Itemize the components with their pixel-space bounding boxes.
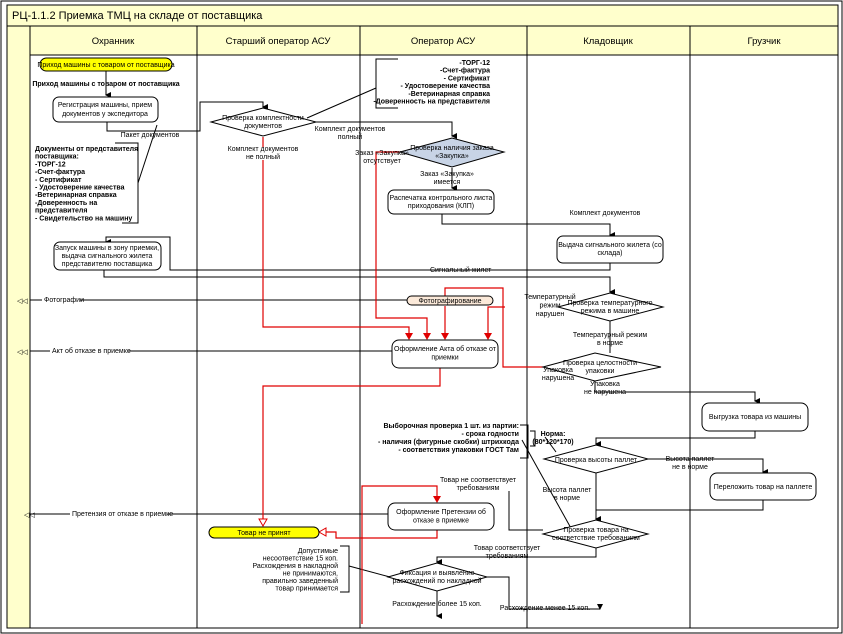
lane-operator: Оператор АСУ	[411, 36, 476, 47]
lane-senior-operator: Старший оператор АСУ	[226, 36, 332, 47]
claim-output: Претензия от отказе в приемке	[72, 511, 173, 518]
diff-less-label: Расхождение менее 15 коп.	[500, 605, 590, 612]
docs-set-label: Комплект документов	[570, 210, 641, 217]
start-label: Приход машины с товаром от поставщика	[37, 62, 174, 69]
decision-check-height[interactable]	[542, 444, 650, 474]
photographing-pill[interactable]	[406, 295, 494, 306]
process-vest-issue[interactable]	[556, 235, 664, 264]
sample-check-note: Выборочная проверка 1 шт. из партии:- ср…	[378, 422, 519, 454]
start-flow-label: Приход машины с товаром от поставщика	[32, 81, 179, 88]
decision-check-packaging[interactable]	[541, 352, 662, 382]
vest-label: Сигнальный жилет	[430, 266, 492, 274]
order-absent-label: Заказ «Закупка»отсутствует	[355, 150, 409, 165]
photographing-label: Фотографирование	[418, 298, 481, 305]
operator-docs-note: -ТОРГ-12-Счет-фактура- Сертификат- Удост…	[373, 60, 490, 106]
decision-check-temp[interactable]	[556, 292, 665, 322]
act-output: Акт об отказе в приемке	[52, 347, 131, 355]
reject-connectors	[258, 137, 543, 624]
process-rejection-act[interactable]	[391, 339, 499, 369]
process-registration[interactable]	[52, 96, 159, 123]
decision-fix-diff[interactable]	[386, 562, 489, 592]
pool-strip	[6, 25, 31, 629]
lane-header-row	[29, 25, 839, 56]
process-launch[interactable]	[53, 241, 162, 271]
process-restack[interactable]	[709, 472, 817, 501]
process-unload-text: Выгрузка товара из машины	[709, 414, 801, 421]
end-terminator-rejected[interactable]	[208, 526, 320, 539]
lane-storekeeper: Кладовщик	[583, 36, 633, 47]
photos-output: Фотографии	[44, 297, 84, 304]
process-claim[interactable]	[387, 502, 495, 531]
process-restack-text: Переложить товар на паллете	[714, 484, 813, 491]
decision-check-height-text: Проверка высоты паллет	[555, 457, 638, 464]
diff-more-label: Расхождение более 15 коп.	[392, 600, 481, 608]
process-print-klp[interactable]	[387, 189, 495, 215]
process-unload[interactable]	[701, 402, 809, 432]
start-terminator[interactable]	[39, 57, 173, 72]
decision-check-requirements[interactable]	[541, 519, 650, 549]
decision-check-docs[interactable]	[209, 107, 318, 137]
doc-pack-label: Пакет документов	[121, 132, 180, 139]
lane-guard: Охранник	[92, 36, 135, 47]
output-arrows: ◁◁ ◁◁ ◁◁	[17, 298, 35, 519]
order-present-label: Заказ «Закупка»имеется	[420, 171, 474, 186]
output-arrow-icon: ◁◁	[17, 298, 28, 305]
rejected-label: Товар не принят	[237, 530, 291, 537]
decision-check-order[interactable]	[398, 137, 506, 168]
output-arrow-icon: ◁◁	[24, 512, 35, 519]
lane-loader: Грузчик	[748, 36, 782, 47]
decision-check-order-text: Проверка наличия заказа«Закупка»	[410, 145, 494, 160]
norm-note: Норма:(80*120*170)	[532, 431, 573, 446]
output-arrow-icon: ◁◁	[17, 349, 28, 356]
process-launch-text: Запуск машины в зону приемки,выдача сигн…	[55, 245, 159, 268]
diagram-title: РЦ-1.1.2 Приемка ТМЦ на складе от постав…	[12, 10, 263, 22]
